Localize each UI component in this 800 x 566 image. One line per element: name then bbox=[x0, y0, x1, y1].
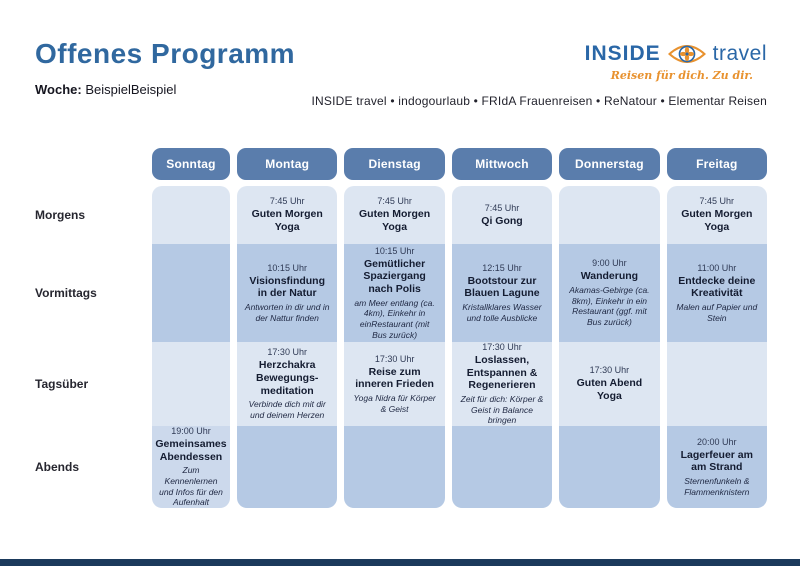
logo-word-travel: travel bbox=[712, 42, 767, 65]
schedule-cell: 7:45 Uhr Guten Morgen Yoga bbox=[666, 186, 767, 244]
cell-time: 7:45 Uhr bbox=[484, 202, 520, 213]
cell-time: 17:30 Uhr bbox=[482, 342, 522, 353]
cell-title: Guten Morgen Yoga bbox=[251, 208, 323, 233]
cell-subtitle: Zeit für dich: Körper & Geist in Balance… bbox=[460, 393, 544, 426]
schedule-cell: 17:30 Uhr Herzchakra Bewegungs- meditati… bbox=[237, 342, 338, 426]
day-header-donnerstag: Donnerstag bbox=[559, 148, 660, 180]
cell-title: Wanderung bbox=[580, 270, 639, 283]
schedule-cell-empty bbox=[666, 342, 767, 426]
schedule-cell: 9:00 Uhr Wanderung Akamas-Gebirge (ca. 8… bbox=[559, 244, 660, 342]
day-header-freitag: Freitag bbox=[666, 148, 767, 180]
cell-subtitle: Kristallklares Wasser und tolle Ausblick… bbox=[462, 301, 542, 323]
row-label-morgens: Morgens bbox=[35, 208, 86, 222]
week-line: Woche: BeispielBeispiel bbox=[35, 82, 176, 97]
cell-time: 17:30 Uhr bbox=[267, 347, 307, 358]
schedule-cell-empty bbox=[152, 342, 230, 426]
cell-time: 7:45 Uhr bbox=[377, 196, 412, 207]
cell-time: 17:30 Uhr bbox=[589, 365, 630, 376]
cell-title: Lagerfeuer am am Strand bbox=[680, 448, 753, 474]
cell-time: 17:30 Uhr bbox=[374, 353, 415, 364]
partner-brands-line: INSIDE travel • indogourlaub • FRIdA Fra… bbox=[311, 94, 767, 108]
day-header-montag: Montag bbox=[237, 148, 338, 180]
week-value-text: Beispiel bbox=[130, 82, 177, 97]
cell-time: 7:45 Uhr bbox=[699, 196, 735, 207]
schedule-cell: 10:15 Uhr Visionsfindung in der Natur An… bbox=[237, 244, 338, 342]
cell-title: Qi Gong bbox=[481, 214, 523, 227]
schedule-cell: 10:15 Uhr Gemütlicher Spaziergang nach P… bbox=[344, 244, 445, 342]
cell-title: Guten Morgen Yoga bbox=[359, 208, 431, 233]
cell-time: 10:15 Uhr bbox=[374, 245, 415, 256]
eye-mandala-icon bbox=[667, 45, 706, 63]
schedule-cell-empty bbox=[152, 186, 230, 244]
cell-subtitle: Zum Kennenlernen und Infos für den Aufen… bbox=[159, 465, 223, 508]
cell-subtitle: Antworten in dir und in der Nattur finde… bbox=[244, 301, 330, 323]
schedule-cell: 12:15 Uhr Bootstour zur Blauen Lagune Kr… bbox=[451, 244, 553, 342]
week-value: Beispiel bbox=[85, 82, 131, 97]
day-header-dienstag: Dienstag bbox=[344, 148, 445, 180]
day-header-sonntag: Sonntag bbox=[152, 148, 230, 180]
logo-tagline: Reisen für dich. Zu dir. bbox=[610, 69, 753, 82]
cell-title: Gemütlicher Spaziergang nach Polis bbox=[363, 257, 426, 296]
row-label-vormittags: Vormittags bbox=[35, 286, 97, 300]
cell-title: Guten Abend Yoga bbox=[576, 377, 643, 402]
schedule-cell: 17:30 Uhr Reise zum inneren Frieden Yoga… bbox=[344, 342, 445, 426]
cell-subtitle: Akamas-Gebirge (ca. 8km), Einkehr in ein… bbox=[569, 285, 650, 327]
schedule-cell: 7:45 Uhr Guten Morgen Yoga bbox=[344, 186, 445, 244]
cell-title: Entdecke deine Kreativität bbox=[678, 274, 756, 300]
schedule-cell-empty bbox=[559, 426, 660, 508]
cell-title: Guten Morgen Yoga bbox=[681, 208, 753, 233]
cell-title: Visionsfindung in der Natur bbox=[249, 274, 326, 300]
cell-title: Herzchakra Bewegungs- meditation bbox=[255, 359, 319, 397]
cell-time: 20:00 Uhr bbox=[697, 436, 737, 447]
cell-time: 19:00 Uhr bbox=[171, 426, 211, 437]
logo-word-inside: INSIDE bbox=[584, 42, 661, 65]
cell-time: 12:15 Uhr bbox=[482, 262, 522, 273]
schedule-cell-empty bbox=[237, 426, 338, 508]
schedule-cell-empty bbox=[152, 244, 230, 342]
schedule-cell: 19:00 Uhr Gemeinsames Abendessen Zum Ken… bbox=[152, 426, 230, 508]
brand-block: INSIDE travel Reisen für dich. Zu dir. I… bbox=[312, 40, 767, 108]
day-header-mittwoch: Mittwoch bbox=[451, 148, 553, 180]
cell-subtitle: Yoga Nidra für Körper & Geist bbox=[353, 392, 436, 414]
page-title: Offenes Programm bbox=[35, 38, 296, 69]
grid-corner-spacer bbox=[35, 148, 145, 186]
cell-title: Bootstour zur Blauen Lagune bbox=[464, 274, 540, 300]
row-label-tagsueber: Tagsüber bbox=[35, 377, 89, 391]
cell-time: 10:15 Uhr bbox=[267, 262, 307, 273]
schedule-cell: 11:00 Uhr Entdecke deine Kreativität Mal… bbox=[666, 244, 767, 342]
schedule-cell: 20:00 Uhr Lagerfeuer am am Strand Sterne… bbox=[666, 426, 767, 508]
cell-subtitle: Sternenfunkeln & Flammenknistern bbox=[684, 475, 750, 497]
logo: INSIDE travel bbox=[312, 40, 767, 68]
cell-subtitle: am Meer entlang (ca. 4km), Einkehr in ei… bbox=[354, 297, 435, 340]
weekly-schedule-grid: Sonntag Montag Dienstag Mittwoch Donners… bbox=[35, 148, 767, 508]
cell-title: Gemeinsames Abendessen bbox=[155, 438, 227, 463]
schedule-cell-empty bbox=[559, 186, 660, 244]
page-footer-bar bbox=[0, 559, 800, 566]
schedule-cell-empty bbox=[344, 426, 445, 508]
week-label: Woche: bbox=[35, 82, 82, 97]
cell-subtitle: Malen auf Papier und Stein bbox=[676, 301, 758, 323]
schedule-cell: 17:30 Uhr Guten Abend Yoga bbox=[559, 342, 660, 426]
cell-time: 7:45 Uhr bbox=[269, 196, 305, 207]
cell-subtitle: Verbinde dich mit dir und deinem Herzen bbox=[248, 399, 326, 420]
schedule-cell: 17:30 Uhr Loslassen, Entspannen & Regene… bbox=[451, 342, 553, 426]
cell-time: 9:00 Uhr bbox=[592, 258, 627, 269]
schedule-cell-empty bbox=[451, 426, 553, 508]
cell-title: Reise zum inneren Frieden bbox=[355, 365, 434, 391]
schedule-cell: 7:45 Uhr Guten Morgen Yoga bbox=[237, 186, 338, 244]
cell-time: 11:00 Uhr bbox=[697, 262, 737, 273]
cell-title: Loslassen, Entspannen & Regenerieren bbox=[466, 354, 538, 392]
row-label-abends: Abends bbox=[35, 460, 80, 474]
schedule-cell: 7:45 Uhr Qi Gong bbox=[451, 186, 553, 244]
